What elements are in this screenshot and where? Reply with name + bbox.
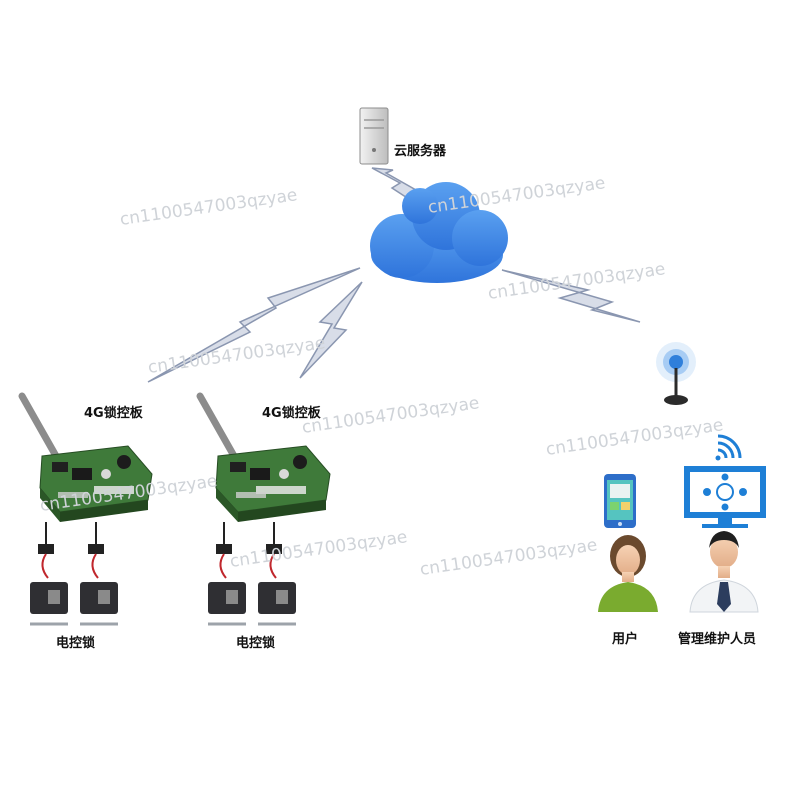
control-board-icon <box>18 392 153 522</box>
antenna-icon <box>656 342 696 405</box>
lock-icon <box>80 522 118 626</box>
lock-icon <box>258 522 296 626</box>
cloud-server-label: 云服务器 <box>394 144 447 159</box>
lightning-cloud-antenna <box>501 269 641 323</box>
lock-label-2: 电控锁 <box>236 636 276 651</box>
lightning-cloud-board2 <box>299 281 363 379</box>
monitor-icon <box>684 466 766 528</box>
wifi-icon <box>715 434 742 461</box>
lock-label-1: 电控锁 <box>56 636 96 651</box>
control-board-icon <box>196 392 331 522</box>
lock-icon <box>208 522 246 626</box>
board-label-2: 4G锁控板 <box>262 406 321 421</box>
phone-icon <box>604 474 636 528</box>
cloud-icon <box>370 182 508 283</box>
lightning-cloud-board1 <box>147 267 361 383</box>
user-avatar-icon <box>598 535 658 612</box>
doctor-avatar-icon <box>689 531 759 613</box>
lock-icon <box>30 522 68 626</box>
board-label-1: 4G锁控板 <box>84 406 143 421</box>
server-icon <box>359 107 389 165</box>
user-label: 用户 <box>612 632 639 647</box>
maintainer-label: 管理维护人员 <box>678 632 757 647</box>
